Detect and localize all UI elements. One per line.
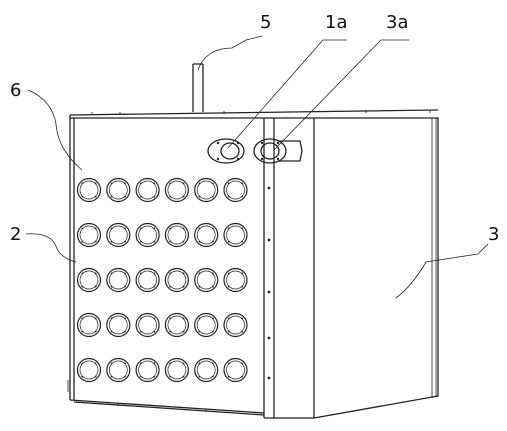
hole [135, 222, 160, 248]
hole [194, 267, 219, 293]
flange-1a [207, 138, 245, 164]
label-6: 6 [10, 80, 21, 101]
hole [164, 267, 189, 293]
bottom-marks [67, 380, 207, 412]
flange-3a [253, 138, 303, 164]
hole [194, 222, 219, 248]
hole [106, 267, 131, 293]
hole [106, 177, 131, 203]
hole [135, 312, 160, 338]
hole-grid [76, 177, 248, 383]
hole [106, 357, 131, 383]
part-labels: 5 1a 3a 6 2 3 [10, 12, 499, 245]
hole [106, 312, 131, 338]
label-3: 3 [488, 224, 499, 245]
label-5: 5 [260, 12, 271, 33]
pipe-5 [192, 63, 204, 112]
hole [106, 222, 131, 248]
label-2: 2 [10, 224, 21, 245]
hole [194, 177, 219, 203]
hole [164, 177, 189, 203]
hole [76, 177, 102, 203]
box-top [69, 109, 439, 119]
hole [135, 357, 160, 383]
hole [135, 177, 160, 203]
side-box-3 [313, 117, 439, 419]
hole [76, 267, 102, 293]
hole [164, 357, 189, 383]
leader-lines [25, 35, 489, 299]
hole [76, 357, 102, 383]
hole [76, 222, 102, 248]
hole [76, 312, 102, 338]
label-1a: 1a [325, 12, 347, 33]
hole [164, 312, 189, 338]
divider-rivets [267, 186, 271, 380]
hole [223, 312, 248, 338]
hole [194, 312, 219, 338]
hole [135, 267, 160, 293]
front-panel-2 [69, 115, 314, 419]
hole [223, 267, 248, 293]
label-3a: 3a [386, 12, 408, 33]
hole [164, 222, 189, 248]
hole [194, 357, 219, 383]
hole [223, 177, 248, 203]
hole [223, 357, 248, 383]
hole [223, 222, 248, 248]
